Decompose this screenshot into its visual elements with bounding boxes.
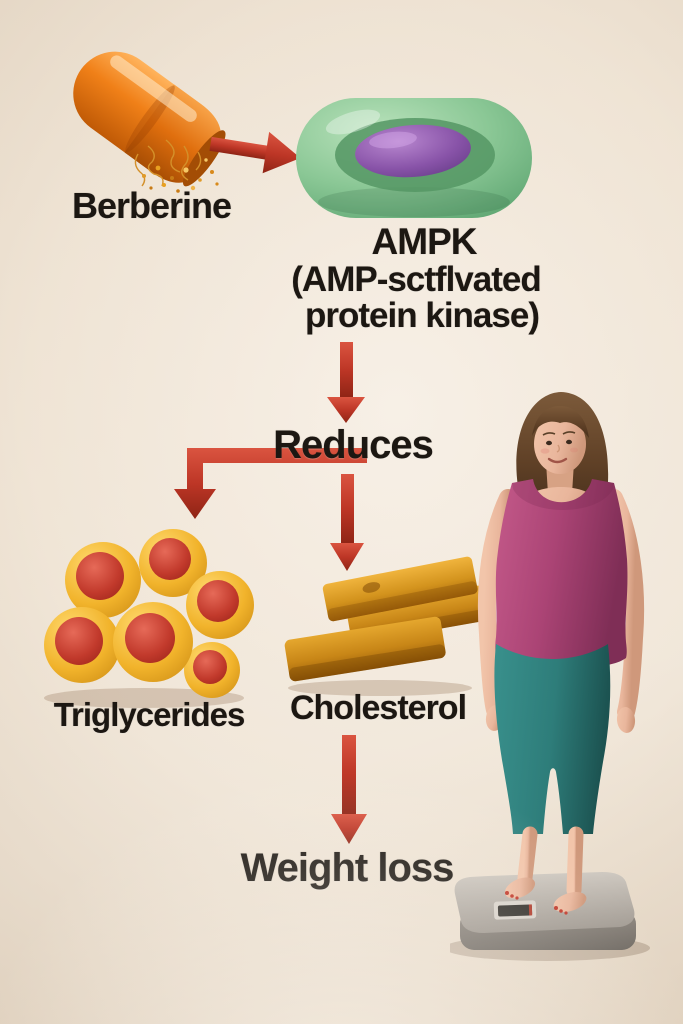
weight-loss-label: Weight loss — [240, 846, 455, 890]
elbow-arrow-icon — [174, 448, 367, 519]
left-eyebrow — [542, 432, 556, 436]
right-hand — [616, 707, 636, 733]
reduces-label: Reduces — [273, 423, 434, 467]
left-foot — [504, 877, 536, 899]
triglycerides-label: Triglycerides — [53, 696, 246, 733]
arms — [477, 489, 645, 721]
cholesterol-label: Cholesterol — [289, 689, 467, 727]
scale-icon — [454, 872, 636, 950]
nose — [556, 444, 560, 453]
arrow-down-icon — [327, 342, 365, 423]
cholesterol-icon — [284, 556, 488, 696]
ampk-sublabel-line1: (AMP-sctflvated — [291, 260, 541, 299]
gold-bar-top — [322, 556, 478, 622]
cell-nucleus — [355, 124, 471, 178]
right-eye — [566, 439, 572, 445]
arrow-down-icon — [331, 735, 367, 844]
hair-fringe — [532, 406, 589, 438]
arrow-right-icon — [209, 131, 301, 174]
scale-display — [493, 900, 537, 920]
lipid-spheres — [44, 529, 254, 698]
powder-particles — [134, 139, 202, 187]
bars-shadow — [288, 680, 472, 696]
left-eye — [546, 440, 552, 446]
gold-bar-bottom — [284, 616, 446, 682]
capsule-body — [73, 51, 226, 187]
woman-on-scale — [450, 392, 650, 961]
berberine-label: Berberine — [72, 185, 232, 226]
ampk-sublabel-line2: protein kinase) — [305, 296, 540, 335]
toenails — [505, 891, 568, 915]
smile — [547, 457, 568, 464]
triglycerides-icon — [44, 529, 254, 708]
right-eyebrow — [562, 431, 576, 435]
shins — [517, 826, 584, 898]
face — [534, 414, 586, 474]
ampk-label: AMPK — [371, 221, 478, 262]
cluster-shadow — [44, 688, 244, 708]
arrow-down-icon — [330, 474, 364, 571]
right-foot — [553, 891, 587, 913]
powder-grains — [142, 158, 219, 193]
ampk-cell-icon — [296, 98, 532, 218]
leggings — [494, 644, 611, 834]
capsule-icon — [73, 51, 226, 193]
tank-top — [495, 479, 628, 671]
